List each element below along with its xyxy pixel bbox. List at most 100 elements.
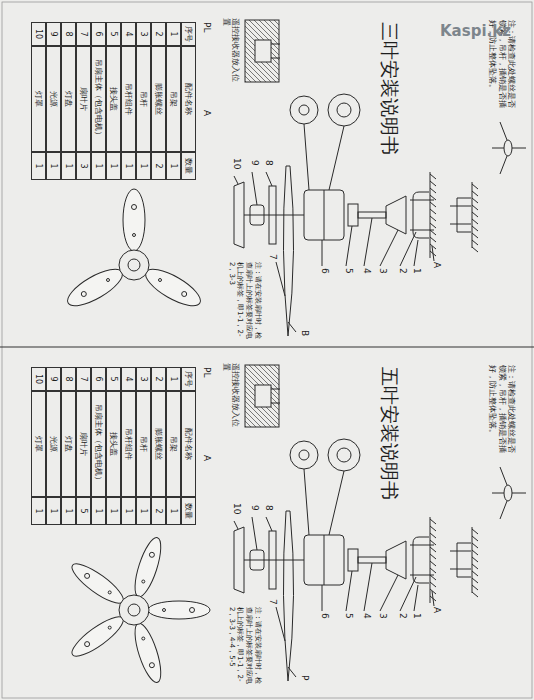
callout-number: 7 [267, 599, 278, 605]
table-cell: 1 [61, 497, 76, 525]
hatch [472, 585, 478, 590]
blade-mark [132, 205, 137, 210]
leader-line [322, 585, 323, 611]
detail-circle [337, 448, 351, 462]
table-cell: 10 [31, 22, 46, 46]
expansion-screw [410, 230, 434, 231]
blade-screw [107, 279, 110, 282]
table-cell: 1 [166, 22, 181, 46]
table-cell: 扇叶片 [76, 46, 91, 152]
blade-screw [142, 580, 145, 583]
table-cell: 吊杆 [136, 391, 151, 497]
table-cell: 1 [121, 497, 136, 525]
table-cell: 接头盖 [106, 46, 121, 152]
blade-mark [85, 573, 90, 578]
fan-blade-side [283, 166, 293, 336]
fan-blade [130, 535, 166, 600]
callout-letter: A [201, 110, 212, 116]
detail-leader [304, 469, 309, 535]
callout-number: 2 [397, 268, 408, 274]
screw [450, 569, 471, 570]
callout-number: 10 [231, 503, 242, 514]
receiver-slot [245, 365, 279, 427]
callout-number: 5 [343, 268, 354, 274]
table-cell: 1 [46, 152, 61, 180]
note-text: 注：请在安装扇叶时，检查扇叶上的标签要对应电机上的标签，即1-1，2-2，3-3 [227, 262, 262, 342]
ceiling-line [430, 517, 431, 603]
fan-hub-center [128, 604, 140, 616]
joint-cover [348, 549, 358, 571]
hanger-bracket [413, 537, 429, 583]
callout-number: 10 [231, 158, 242, 169]
motor-seam [324, 190, 325, 240]
hatch [430, 589, 436, 594]
table-cell: 1 [31, 497, 46, 525]
leader-line [252, 172, 257, 205]
leader-line [414, 240, 418, 266]
table-cell: 灯盘 [61, 391, 76, 497]
callout-number: 1 [411, 613, 422, 619]
table-cell: 1 [91, 152, 106, 180]
fan-blade [141, 262, 206, 312]
fan-icon-hub [504, 140, 512, 156]
fan-hub [119, 595, 149, 625]
receiver-slot [245, 20, 279, 82]
hatch [472, 191, 478, 196]
hatch [472, 557, 478, 562]
blade-screw [159, 279, 162, 282]
table-cell: 灯盘 [61, 46, 76, 152]
table-cell: 灯罩 [31, 391, 46, 497]
fan-icon-blade [500, 156, 507, 174]
table-cell: 膨胀螺丝 [151, 46, 166, 152]
table-cell: 3 [76, 152, 91, 180]
expansion-screw [410, 575, 434, 576]
callout-number: 6 [319, 268, 330, 274]
table-cell: 5 [106, 367, 121, 391]
hatch [430, 540, 436, 545]
blade-screw [133, 234, 136, 237]
table-cell: 1 [46, 497, 61, 525]
hatch [430, 216, 436, 221]
detail-leader [329, 126, 344, 190]
table-cell: 吊扇主体（包含电机） [91, 46, 106, 152]
hatch [472, 571, 478, 576]
table-cell: 吊杆 [136, 46, 151, 152]
leader-line [322, 240, 323, 266]
down-rod [358, 212, 386, 218]
half-sheet [63, 20, 526, 336]
receiver-label: 遥控接收器放入位置 [221, 363, 240, 431]
leader-line [346, 226, 352, 266]
table-cell: 1 [61, 152, 76, 180]
leader-line [400, 232, 416, 266]
leader-line [276, 262, 285, 296]
lamp-cover [234, 182, 244, 248]
callout-number: 7 [267, 254, 278, 260]
table-cell: 序号 [181, 22, 196, 46]
table-cell: 序号 [181, 367, 196, 391]
fan-blade [148, 601, 210, 619]
table-cell: 9 [46, 367, 61, 391]
table-cell: 吊架 [166, 391, 181, 497]
hatch [430, 223, 436, 228]
fan-blade [130, 621, 166, 686]
axis-line [244, 215, 304, 216]
divider-line [0, 346, 534, 347]
table-cell: 2 [151, 152, 166, 180]
hatch [430, 195, 436, 200]
table-cell: 10 [31, 367, 46, 391]
hatch [430, 202, 436, 207]
hatch [472, 578, 478, 583]
callout-letter: P [299, 675, 310, 680]
hatch [472, 564, 478, 569]
hatch [472, 233, 478, 238]
table-cell: 9 [46, 22, 61, 46]
table-cell: 4 [121, 367, 136, 391]
table-cell: 1 [91, 497, 106, 525]
table-cell: 1 [166, 367, 181, 391]
fan-icon-rod [512, 148, 526, 149]
leader-line [400, 577, 416, 611]
hatch [472, 247, 478, 252]
leader-line [252, 517, 257, 550]
table-cell: 5 [106, 22, 121, 46]
